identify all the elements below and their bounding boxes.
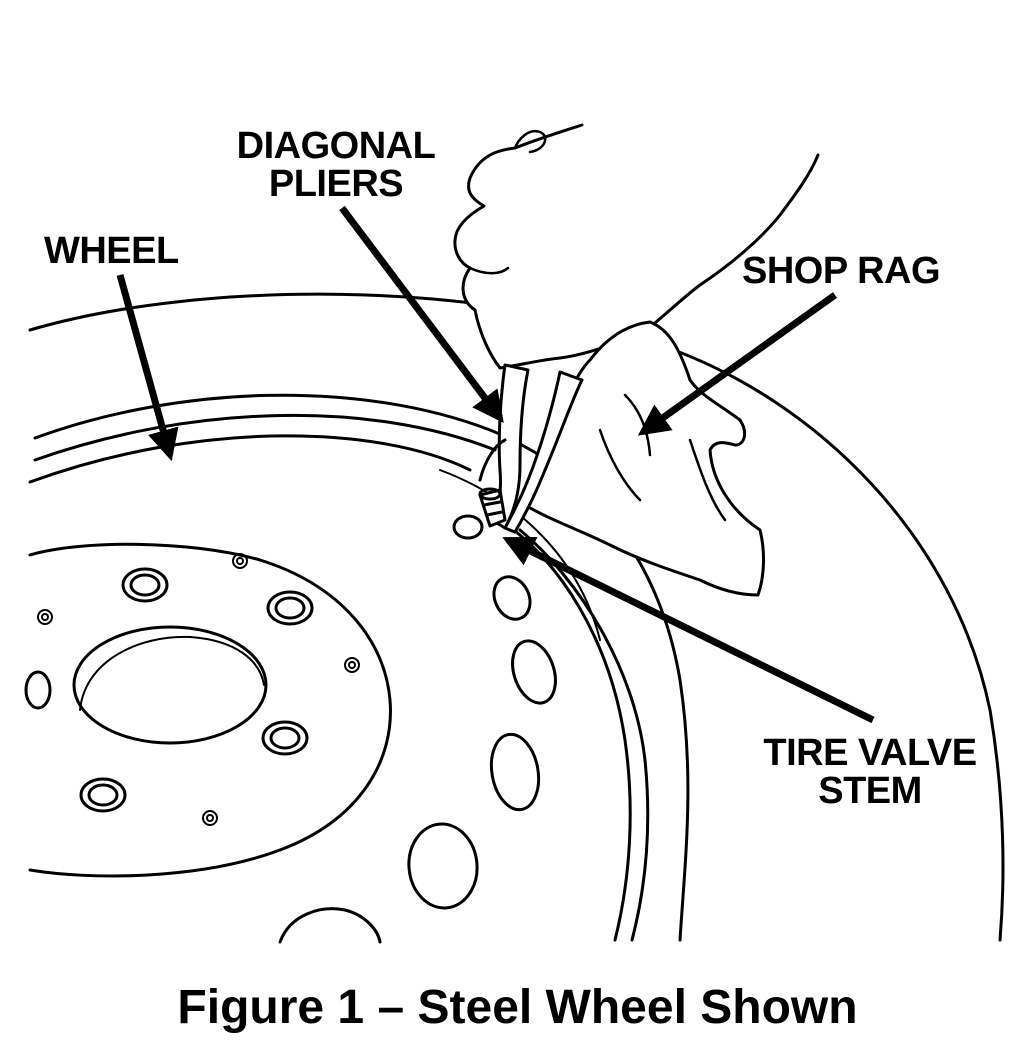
vent-holes	[278, 514, 557, 944]
diagonal-pliers-label-line-1: DIAGONAL	[236, 125, 436, 167]
hand	[453, 123, 820, 370]
tire-outer-edge	[28, 292, 1005, 942]
wheel-rim-flange	[33, 413, 497, 462]
diagonal-pliers-arrow	[339, 205, 504, 424]
shop-rag-fold-3	[688, 438, 727, 522]
center-bore-inner	[79, 635, 265, 711]
small-bolt-holes	[37, 553, 360, 826]
lug-holes	[24, 567, 314, 813]
shop-rag-arrow	[637, 292, 838, 436]
tire-valve-stem	[478, 487, 507, 528]
pliers-handle-2	[503, 370, 584, 534]
wheel-inner-rim-3	[439, 469, 601, 641]
shop-rag-label: SHOP RAG	[742, 250, 941, 292]
tire-valve-stem-label-line-2: STEM	[818, 770, 922, 812]
wheel-inner-rim-2	[518, 528, 650, 942]
tire-valve-stem-arrow	[502, 536, 875, 724]
tire-valve-stem-label-line-1: TIRE VALVE	[763, 732, 977, 774]
tire-valve-stem-label: TIRE VALVE STEM	[740, 734, 1000, 810]
wheel-label: WHEEL	[44, 230, 179, 272]
figure-caption: Figure 1 – Steel Wheel Shown	[177, 981, 858, 1034]
hand-finger	[513, 129, 547, 154]
shop-rag	[523, 320, 766, 597]
hand-knuckle	[468, 266, 510, 275]
wheel-rim-flange-lower	[28, 434, 472, 484]
diagonal-pliers-label: DIAGONAL PLIERS	[216, 127, 456, 203]
diagonal-pliers-label-line-2: PLIERS	[268, 163, 404, 205]
wheel-face-disc	[28, 542, 392, 878]
wheel-arrow	[116, 274, 179, 462]
wheel-inner-rim	[498, 518, 632, 942]
shop-rag-fold-2	[598, 428, 642, 502]
center-bore	[72, 625, 268, 745]
pliers-jaw	[478, 438, 507, 482]
